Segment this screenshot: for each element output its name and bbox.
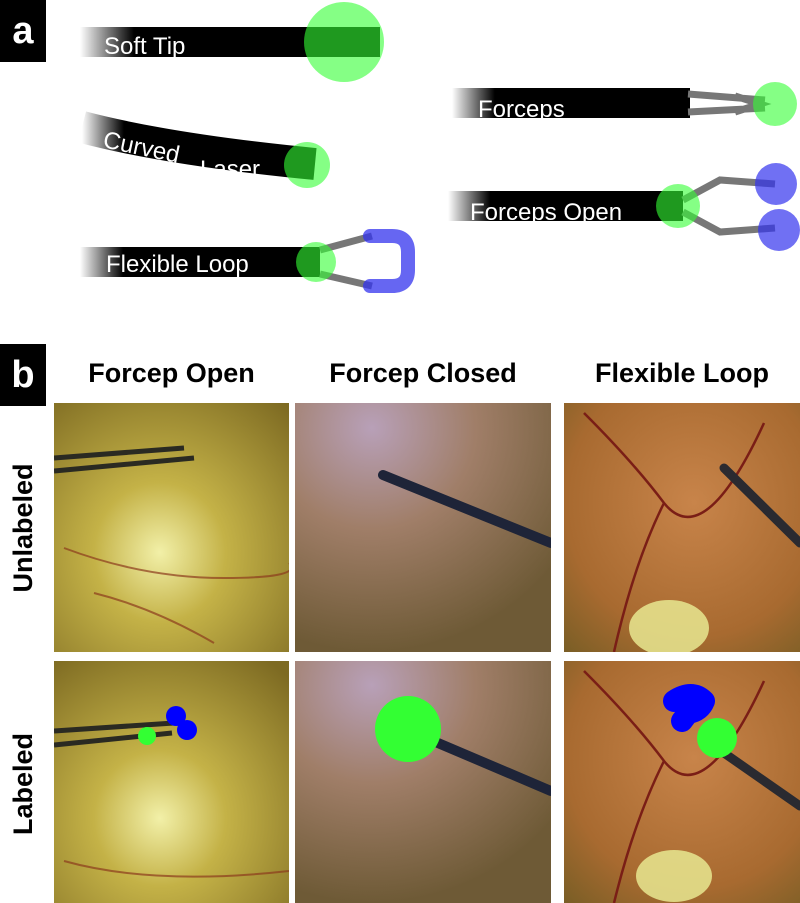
forceps-marker — [753, 82, 797, 126]
photo-forcep-closed-labeled — [295, 661, 551, 903]
photo-forcep-open-unlabeled — [54, 403, 289, 652]
forceps-open-jaw-marker-top — [755, 163, 797, 205]
row-header-labeled: Labeled — [8, 704, 42, 864]
forceps-open-jaw-marker-bottom — [758, 209, 800, 251]
panel-a-diagram: Soft Tip Curved Laser Flexible Loop Forc… — [0, 0, 800, 335]
soft-tip-label: Soft Tip — [104, 33, 185, 60]
panel-b-letter: b — [0, 344, 46, 406]
flexible-loop-tip-marker — [697, 718, 737, 758]
column-header-flexible-loop: Flexible Loop — [564, 358, 800, 389]
forceps-label: Forceps — [478, 96, 565, 123]
forcep-open-tip-marker — [138, 727, 156, 745]
curved-laser-tool: Curved Laser — [82, 126, 330, 188]
forcep-closed-tip-marker — [375, 696, 441, 762]
forceps-open-label: Forceps Open — [470, 199, 622, 226]
row-header-unlabeled: Unlabeled — [8, 448, 42, 608]
forceps-tool: Forceps — [452, 82, 797, 126]
column-header-forcep-closed: Forcep Closed — [295, 358, 551, 389]
curved-laser-marker — [284, 142, 330, 188]
photo-flexible-loop-unlabeled — [564, 403, 800, 652]
column-header-forcep-open: Forcep Open — [54, 358, 289, 389]
curved-laser-label-2: Laser — [200, 156, 260, 183]
forceps-open-marker — [656, 184, 700, 228]
flexible-loop-label: Flexible Loop — [106, 251, 249, 278]
flexible-loop-jaw-marker — [370, 236, 408, 286]
flexible-loop-tool: Flexible Loop — [80, 236, 408, 286]
forcep-open-jaw-marker-2 — [177, 720, 197, 740]
flexible-loop-marker — [296, 242, 336, 282]
soft-tip-tool: Soft Tip — [80, 2, 384, 82]
soft-tip-marker — [304, 2, 384, 82]
photo-forcep-closed-unlabeled — [295, 403, 551, 652]
flexible-loop-jaw-marker — [674, 695, 704, 721]
photo-forcep-open-labeled — [54, 661, 289, 903]
photo-flexible-loop-labeled — [564, 661, 800, 903]
forceps-open-tool: Forceps Open — [448, 163, 800, 251]
